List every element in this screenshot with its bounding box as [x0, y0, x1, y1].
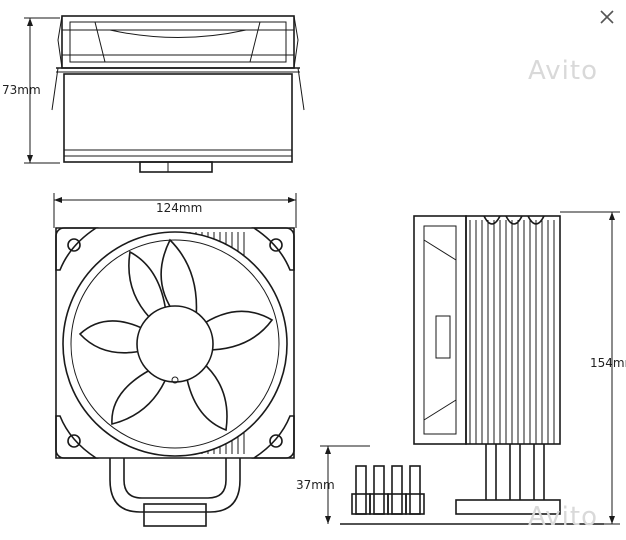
top-view-height-label: 73mm [2, 83, 41, 97]
side-view [320, 211, 620, 525]
watermark-top: Avito [528, 56, 598, 86]
close-button[interactable] [596, 6, 618, 28]
close-icon [600, 10, 614, 24]
front-view-width-label: 124mm [156, 201, 203, 215]
watermark-bottom: Avito [528, 502, 598, 532]
side-view-base-height-label: 37mm [296, 478, 335, 492]
side-view-height-label: 154mm [590, 356, 626, 370]
front-view [53, 193, 297, 527]
top-view [24, 15, 305, 173]
